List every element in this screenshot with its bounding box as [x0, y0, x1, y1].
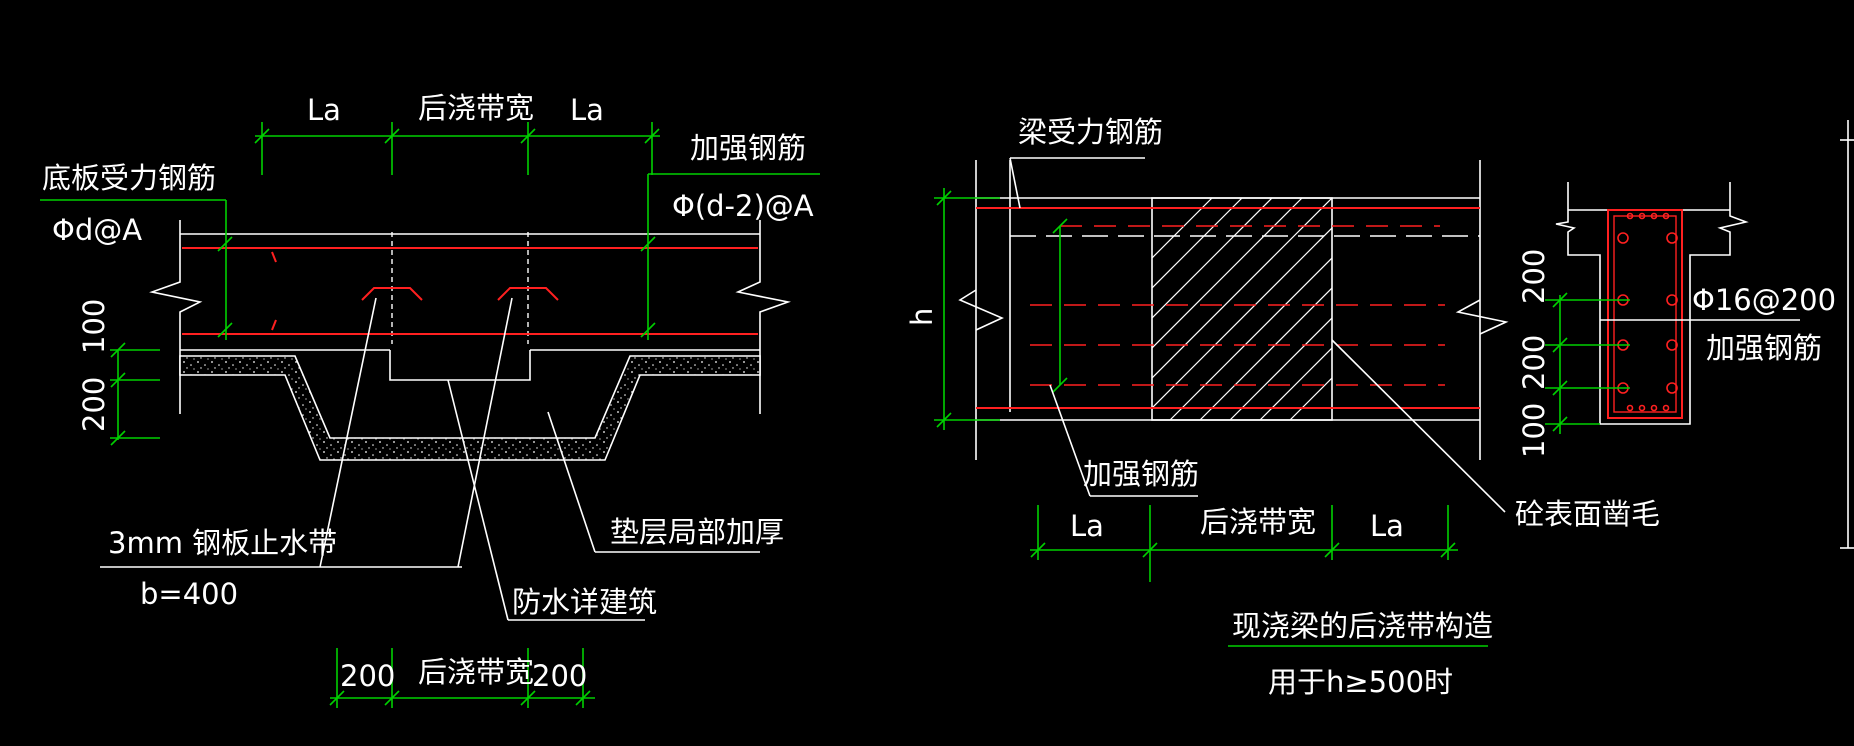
detail-title: 现浇梁的后浇带构造 — [1232, 609, 1493, 643]
callout-bottom-rebar — [40, 199, 233, 340]
dim-100: 100 — [77, 299, 111, 354]
dim-la-beam-left: La — [1070, 509, 1104, 543]
hatched-strip — [1151, 197, 1333, 421]
label-section-rebar-spec: Φ16@200 — [1692, 283, 1836, 317]
dim-200-right: 200 — [532, 659, 587, 693]
right-detail: h 梁受力钢筋 加强钢筋 砼表面凿毛 La 后浇带宽 La 现浇梁的后浇带构造 — [905, 115, 1854, 699]
label-beam-height: h — [905, 308, 939, 326]
label-waterproofing: 防水详建筑 — [512, 585, 657, 619]
label-bottom-rebar-spec: Φd@A — [52, 213, 142, 247]
left-vertical-dimension — [110, 342, 160, 446]
beam-rebar — [976, 207, 1480, 409]
section-dim-top: 200 — [1517, 249, 1551, 304]
label-beam-rebar: 梁受力钢筋 — [1018, 115, 1163, 149]
left-bottom-dimension — [329, 648, 595, 708]
label-roughen-surface: 砼表面凿毛 — [1515, 497, 1660, 531]
right-bottom-dimension — [1030, 505, 1458, 582]
label-beam-reinforcing: 加强钢筋 — [1083, 457, 1199, 491]
left-detail: La 后浇带宽 La — [40, 91, 820, 708]
slab-outline — [149, 220, 791, 414]
label-reinforcing-rebar-spec: Φ(d-2)@A — [672, 189, 814, 223]
beam-reinforcing-callout — [1052, 218, 1068, 393]
right-leaders — [1009, 157, 1506, 513]
dim-strip-width: 后浇带宽 — [418, 91, 534, 125]
slab-rebar — [182, 247, 758, 335]
label-reinforcing-rebar: 加强钢筋 — [690, 131, 806, 165]
dim-beam-strip-width: 后浇带宽 — [1200, 505, 1316, 539]
section-dim-middle: 200 — [1517, 335, 1551, 390]
dim-200: 200 — [77, 377, 111, 432]
section-dim-bottom: 100 — [1517, 403, 1551, 458]
dim-200-left: 200 — [340, 659, 395, 693]
label-section-rebar: 加强钢筋 — [1706, 331, 1822, 365]
label-cushion: 垫层局部加厚 — [610, 515, 784, 549]
callout-reinforcing-rebar — [640, 173, 820, 340]
left-top-dimension — [254, 122, 660, 175]
dim-la-left: La — [307, 93, 341, 127]
section-dimensions — [1545, 292, 1630, 434]
dim-la-right: La — [570, 93, 604, 127]
beam-outline — [958, 157, 1509, 460]
detail-subtitle: 用于h≥500时 — [1268, 665, 1453, 699]
label-bottom-rebar: 底板受力钢筋 — [42, 161, 216, 195]
dim-la-beam-right: La — [1370, 509, 1404, 543]
cushion-layer — [179, 355, 761, 461]
left-leaders — [100, 297, 760, 621]
dim-strip-width-bottom: 后浇带宽 — [418, 655, 534, 689]
label-waterstop: 3mm 钢板止水带 — [108, 526, 337, 560]
label-waterstop-width: b=400 — [140, 577, 238, 611]
beam-height-dimension — [934, 188, 1000, 430]
